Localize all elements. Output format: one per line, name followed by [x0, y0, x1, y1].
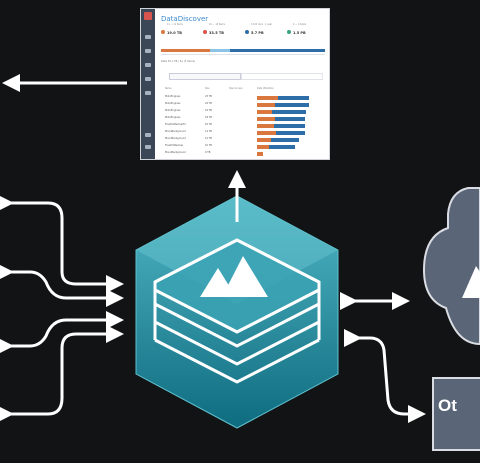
stat-dot — [161, 30, 165, 34]
filter-input[interactable] — [169, 73, 241, 80]
utilization-bar-segment — [271, 138, 300, 142]
stat-card: 4 — 4 items 1.5 PB — [287, 23, 319, 39]
utilization-bar-segment — [257, 152, 263, 156]
row-name: FlowProBackupFil — [165, 123, 186, 126]
row-size: 10 TB — [205, 144, 212, 147]
app-sidebar — [141, 9, 155, 159]
table-row[interactable]: MoonBackground 12 TB — [165, 137, 323, 143]
arrow-to-box — [344, 329, 426, 423]
mountain-icon — [200, 256, 268, 297]
row-size: 19 TB — [205, 109, 212, 112]
sidebar-help-icon — [145, 133, 151, 137]
cloud-shape — [422, 187, 480, 346]
utilization-bar-segment — [257, 103, 275, 107]
sidebar-nav-icon — [145, 63, 151, 67]
sidebar-nav-icon — [145, 91, 151, 95]
app-title: DataDiscover — [161, 15, 209, 23]
row-name: MoonBackground — [165, 130, 186, 133]
utilization-bar-segment — [257, 145, 269, 149]
capacity-bar-used — [161, 49, 211, 52]
stat-dot — [203, 30, 207, 34]
utilization-bar-segment — [276, 131, 305, 135]
table-row[interactable]: MotoEngines 19 TB — [165, 109, 323, 115]
utilization-bar-segment — [257, 96, 278, 100]
capacity-bar-reserved — [210, 49, 230, 52]
utilization-bar-segment — [273, 124, 306, 128]
stat-card: 3,102 docs · 1 year 5.7 PB — [245, 23, 277, 39]
stat-value: 33.5 TB — [209, 31, 224, 35]
stat-label: 3,102 docs · 1 year — [251, 23, 273, 26]
row-size: 9 TB — [205, 151, 211, 154]
stat-dot — [245, 30, 249, 34]
table-row[interactable]: MoonBackground 9 TB — [165, 151, 323, 157]
row-name: MotoEngines — [165, 102, 181, 105]
source-connectors — [0, 194, 124, 423]
row-name: FlowProBackup — [165, 144, 184, 147]
stat-card: 10 — 10 items 33.5 TB — [203, 23, 235, 39]
column-header[interactable]: Name — [165, 87, 172, 90]
divider — [161, 54, 325, 55]
utilization-bar-segment — [257, 117, 275, 121]
row-name: MoonBackground — [165, 151, 186, 154]
utilization-bar-segment — [278, 96, 310, 100]
row-size: 12 TB — [205, 137, 212, 140]
stat-label: 10 — 10 items — [209, 23, 225, 26]
utilization-bar-segment — [269, 145, 296, 149]
table-row[interactable]: FlowProBackup 10 TB — [165, 144, 323, 150]
stat-label: 11 — 11 items — [167, 23, 183, 26]
row-size: 16 TB — [205, 123, 212, 126]
row-size: 18 TB — [205, 116, 212, 119]
row-size: 23 TB — [205, 95, 212, 98]
sidebar-nav-icon — [145, 49, 151, 53]
column-header[interactable]: Size/ Access — [229, 87, 243, 90]
table-row[interactable]: MoonBackground 14 TB — [165, 130, 323, 136]
row-name: MotoEngines — [165, 95, 181, 98]
row-size: 14 TB — [205, 130, 212, 133]
table-row[interactable]: MotoEngines 18 TB — [165, 116, 323, 122]
capacity-bar — [161, 49, 325, 52]
sidebar-nav-icon — [145, 35, 151, 39]
other-box — [432, 377, 480, 451]
row-name: MoonBackground — [165, 137, 186, 140]
search-input[interactable] — [241, 73, 323, 80]
stat-value: 1.5 PB — [293, 31, 306, 35]
other-box-label: Ot — [438, 396, 457, 415]
app-logo-icon — [144, 12, 152, 20]
row-size: 24 TB — [205, 102, 212, 105]
sidebar-settings-icon — [145, 145, 151, 149]
utilization-bar-segment — [257, 110, 272, 114]
stat-value: 19.0 TB — [167, 31, 182, 35]
column-header[interactable]: Data Utilization — [257, 87, 274, 90]
stat-card: 11 — 11 items 19.0 TB — [161, 23, 193, 39]
app-screenshot: DataDiscover 11 — 11 items 19.0 TB 10 — … — [140, 8, 330, 160]
utilization-bar-segment — [275, 117, 305, 121]
stat-value: 5.7 PB — [251, 31, 264, 35]
stat-label: 4 — 4 items — [293, 23, 307, 26]
column-header[interactable]: Size — [205, 87, 210, 90]
row-name: MotoEngines — [165, 116, 181, 119]
cloud-mountain-icon — [462, 266, 480, 298]
utilization-bar-segment — [257, 138, 272, 142]
table-row[interactable]: FlowProBackupFil 16 TB — [165, 123, 323, 129]
utilization-bar-segment — [272, 110, 306, 114]
row-name: MotoEngines — [165, 109, 181, 112]
sidebar-nav-icon — [145, 77, 151, 81]
app-caption: Data 30.1 TB | 5a (3 items) — [161, 60, 196, 63]
table-row[interactable]: MotoEngines 24 TB — [165, 102, 323, 108]
utilization-bar-segment — [257, 131, 277, 135]
utilization-bar-segment — [257, 124, 274, 128]
stat-dot — [287, 30, 291, 34]
table-row[interactable]: MotoEngines 23 TB — [165, 95, 323, 101]
utilization-bar-segment — [275, 103, 309, 107]
